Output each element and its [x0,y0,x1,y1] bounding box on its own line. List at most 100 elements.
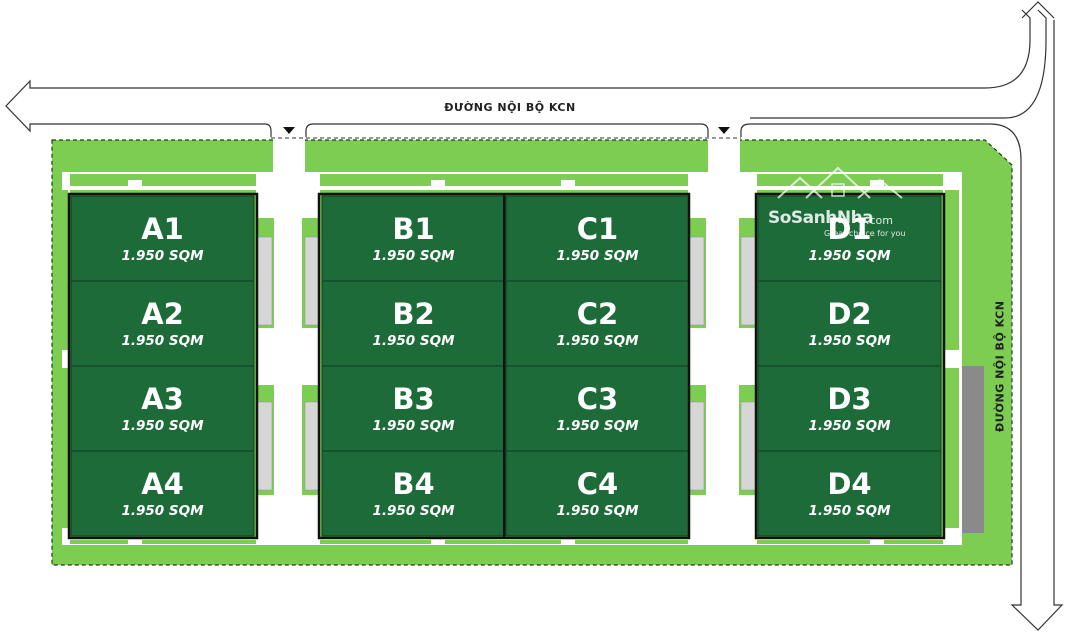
unit-cell-a4 [70,450,255,537]
unit-cell-a2 [70,280,255,367]
unit-area: 1.950 SQM [556,417,639,434]
unit-name: A3 [141,381,184,416]
unit-area: 1.950 SQM [372,247,455,264]
unit-area: 1.950 SQM [808,417,891,434]
unit-cell-a1 [70,195,255,282]
loading-dock [256,236,273,326]
unit-cell-c3 [505,365,690,452]
loading-dock [740,236,757,326]
unit-name: A1 [141,211,184,246]
unit-name: D4 [827,466,872,501]
top-road-outline [5,9,1031,137]
entrance-arrow-icon [283,127,295,134]
unit-name: C1 [576,211,619,246]
unit-cell-c1 [505,195,690,282]
block-a-border [67,192,259,540]
unit-cell-d1 [757,195,942,282]
unit-name: A2 [141,296,184,331]
green-strip [56,190,68,350]
gate-notch [870,180,884,188]
top-road-outline-inner [750,9,1047,119]
loading-dock [688,236,705,326]
unit-cell-c4 [505,450,690,537]
green-strip [757,540,943,544]
unit-area: 1.950 SQM [121,502,204,519]
unit-name: D3 [827,381,872,416]
gate-notch [561,180,575,188]
unit-name: B3 [392,381,435,416]
loading-dock [688,401,705,491]
loading-dock [740,401,757,491]
gate-notch [128,180,142,188]
unit-cell-d2 [757,280,942,367]
unit-name: C2 [576,296,619,331]
gate-notch [561,537,575,545]
unit-cell-d3 [757,365,942,452]
entrance-gap-left [273,137,305,172]
unit-name: C3 [576,381,619,416]
watermark-brand: SoSanhNha [768,208,874,228]
unit-area: 1.950 SQM [372,502,455,519]
entrance-arrow-icon [718,127,730,134]
unit-area: 1.950 SQM [808,332,891,349]
unit-name: B1 [392,211,435,246]
gate-notch [870,537,884,545]
unit-cell-c2 [505,280,690,367]
gate-notch [431,537,445,545]
right-road-outline [989,20,1064,631]
unit-name: D1 [827,211,872,246]
entrance-gap-right [708,137,740,172]
right-road-label: ĐƯỜNG NỘI BỘ KCN [993,300,1007,432]
unit-cell-d4 [757,450,942,537]
green-strip [56,368,68,528]
top-road-segment [740,123,751,137]
green-strip [945,190,959,350]
top-road-segment [305,123,709,137]
gate-notch [128,537,142,545]
unit-area: 1.950 SQM [121,247,204,264]
unit-name: D2 [827,296,872,331]
green-strip [70,540,256,544]
unit-cell-b3 [321,365,506,452]
parking-strip [962,366,984,533]
unit-area: 1.950 SQM [808,247,891,264]
green-strip [945,368,959,528]
unit-name: C4 [576,466,619,501]
top-road-label: ĐƯỜNG NỘI BỘ KCN [444,101,576,114]
unit-area: 1.950 SQM [556,332,639,349]
unit-area: 1.950 SQM [808,502,891,519]
site-boundary [51,139,1013,566]
unit-area: 1.950 SQM [556,502,639,519]
unit-name: A4 [141,466,184,501]
unit-cell-b2 [321,280,506,367]
unit-cell-a3 [70,365,255,452]
green-strip [320,174,688,186]
unit-name: B2 [392,296,435,331]
unit-area: 1.950 SQM [121,417,204,434]
gate-notch [431,180,445,188]
unit-area: 1.950 SQM [372,332,455,349]
green-strip [70,174,256,186]
watermark-house-icon [777,166,903,199]
green-strip [320,540,688,544]
unit-cells [70,195,942,537]
unit-area: 1.950 SQM [121,332,204,349]
unit-area: 1.950 SQM [372,417,455,434]
block-d-border [754,192,946,540]
